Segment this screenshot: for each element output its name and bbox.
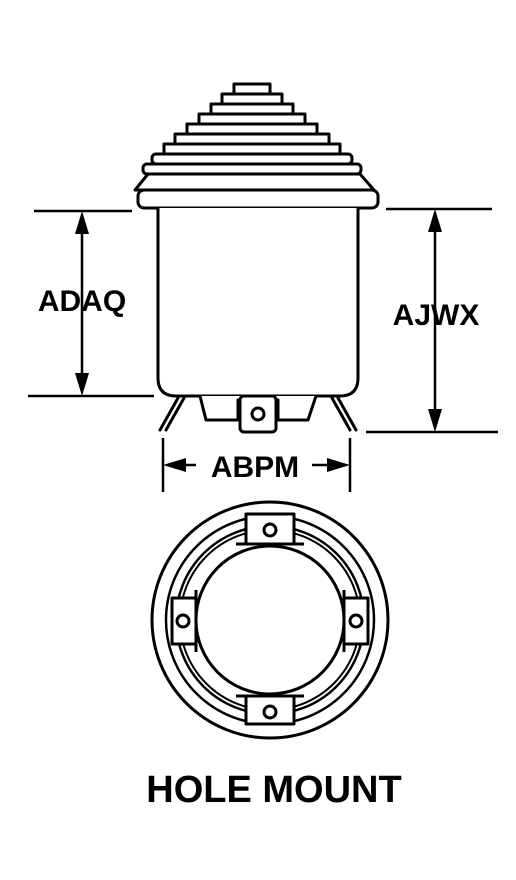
abpm-arrow-left	[163, 458, 186, 472]
dimension-label-ajwx: AJWX	[393, 299, 480, 332]
tab-hole	[250, 406, 266, 422]
dimension-arrowheads	[75, 209, 442, 472]
bellows-boot	[133, 82, 376, 192]
cup-body	[156, 206, 360, 398]
mount-lug-top	[236, 512, 304, 546]
spring-clip-right	[330, 396, 358, 432]
caption: HOLE MOUNT	[146, 769, 401, 811]
mount-lug-bottom	[236, 694, 304, 726]
outer-ring	[150, 500, 390, 740]
dimension-label-adaq: ADAQ	[38, 285, 126, 318]
mount-lug-right	[342, 590, 370, 652]
ajwx-arrow-up	[428, 209, 442, 232]
center-opening	[194, 544, 346, 696]
mount-lug-left	[170, 590, 198, 652]
inner-ring-b	[179, 529, 361, 711]
spring-clip-left	[158, 396, 186, 432]
adaq-arrow-up	[75, 211, 89, 234]
inner-ring-a	[174, 524, 366, 716]
side-view	[133, 82, 380, 434]
ajwx-arrow-down	[428, 409, 442, 432]
abpm-arrow-right	[327, 458, 350, 472]
adaq-arrow-down	[75, 373, 89, 396]
flange	[136, 188, 380, 210]
bottom-view	[150, 500, 390, 740]
dimension-label-abpm: ABPM	[211, 451, 299, 484]
